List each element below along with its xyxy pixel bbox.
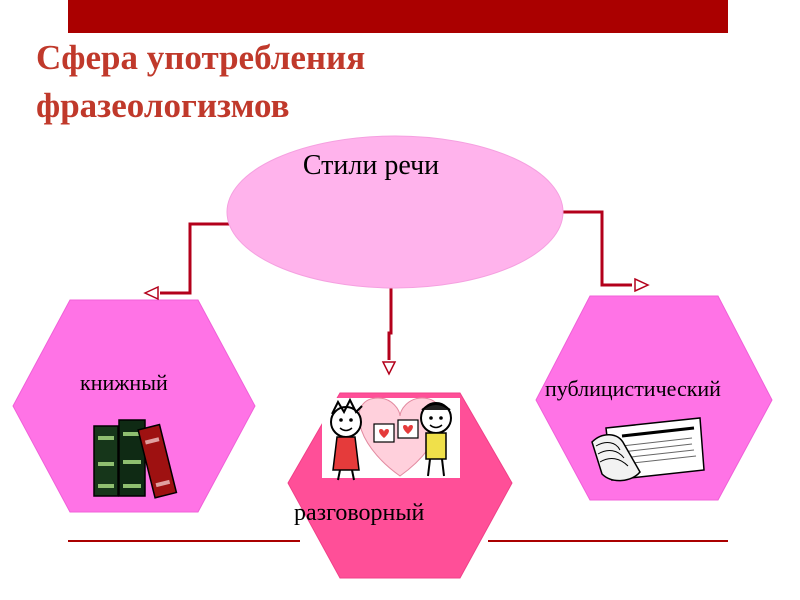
slide-title: Сфера употребления фразеологизмов xyxy=(36,34,365,130)
connector-middle xyxy=(387,286,393,360)
children-heart-icon xyxy=(322,397,460,481)
connector-left xyxy=(160,222,242,295)
title-line-2: фразеологизмов xyxy=(36,86,290,125)
newspaper-icon xyxy=(591,417,705,482)
center-label: Стили речи xyxy=(302,150,440,181)
connector-right xyxy=(556,210,632,287)
books-icon xyxy=(93,419,178,499)
hexagon-book xyxy=(12,299,256,513)
style-label-journalistic: публицистический xyxy=(545,376,721,401)
arrowhead-left xyxy=(143,285,159,301)
arrowhead-right xyxy=(634,277,650,293)
top-bar xyxy=(68,0,728,33)
style-label-colloquial: разговорный xyxy=(294,500,425,526)
arrowhead-middle xyxy=(381,361,397,376)
title-line-1: Сфера употребления xyxy=(36,38,366,77)
arrowheads xyxy=(143,277,650,376)
center-ellipse xyxy=(226,135,564,289)
connectors xyxy=(160,210,632,360)
style-label-book: книжный xyxy=(80,370,168,395)
